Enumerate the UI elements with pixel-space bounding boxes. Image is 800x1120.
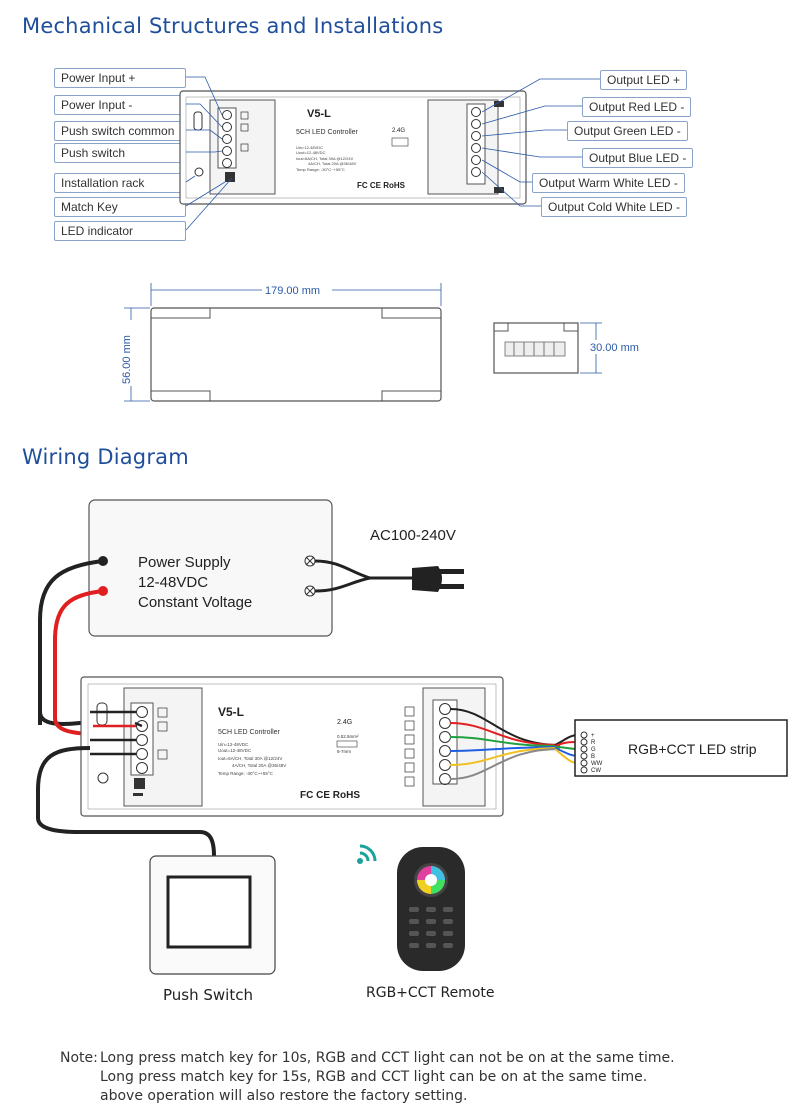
wiring-section-title: Wiring Diagram <box>22 445 189 469</box>
controller-wiring-view: V5-L 5CH LED Controller Uin=12-48VDC Uou… <box>80 676 504 817</box>
wiring-device-spec-5: Temp Range: -30°C~+55°C <box>218 771 274 776</box>
device-spec-5: Temp Range: -30°C~+55°C <box>296 167 345 172</box>
wiring-device-subtitle: 5CH LED Controller <box>218 729 281 736</box>
note-label: Note: <box>60 1050 98 1066</box>
label-output-blue: Output Blue LED - <box>582 148 694 168</box>
psu-line3: Constant Voltage <box>138 594 252 611</box>
side-view: 179.00 mm 56.00 mm <box>119 283 442 402</box>
label-output-warm-white: Output Warm White LED - <box>532 173 685 193</box>
controller-top-view: V5-L 5CH LED Controller Uin=12-48VDC Uou… <box>179 90 527 205</box>
device-subtitle: 5CH LED Controller <box>296 129 359 136</box>
end-view: 30.00 mm <box>493 322 646 374</box>
left-callout-lines <box>185 76 233 231</box>
led-strip-label: RGB+CCT LED strip <box>628 741 757 757</box>
remote-control-icon <box>397 847 465 971</box>
label-output-red: Output Red LED - <box>582 97 692 117</box>
led-strip: + R G B WW CW RGB+CCT LED strip <box>574 719 788 777</box>
label-match-key: Match Key <box>54 197 186 217</box>
device-rf: 2.4G <box>392 128 405 134</box>
ac-plug-icon <box>412 566 464 592</box>
device-spec-1: Uin=12-48VDC <box>296 145 323 150</box>
strip-pin-b: B <box>591 754 595 760</box>
strip-pin-ww: WW <box>591 761 603 767</box>
dim-width: 56.00 mm <box>121 335 133 384</box>
label-power-input-plus: Power Input + <box>54 68 186 88</box>
wiring-device-spec-1: Uin=12-48VDC <box>218 742 249 747</box>
wiring-device-wire-size: 0.52.5mm² <box>337 734 359 739</box>
note-line-2: Long press match key for 15s, RGB and CC… <box>100 1069 648 1085</box>
dim-length: 179.00 mm <box>265 285 320 297</box>
device-spec-3: Iout=6A/CH, Total 30A @12/24V <box>296 156 354 161</box>
psu-line1: Power Supply <box>138 554 231 571</box>
wiring-device-rf: 2.4G <box>337 719 352 726</box>
output-wires <box>449 708 579 780</box>
strip-pin-plus: + <box>591 733 595 739</box>
note-line-1: Long press match key for 10s, RGB and CC… <box>100 1050 675 1066</box>
label-output-green: Output Green LED - <box>567 121 688 141</box>
psu-line2: 12-48VDC <box>138 574 208 591</box>
wiring-device-spec-3: Iout=6A/CH, Total 30A @12/24V <box>218 756 282 761</box>
label-push-switch: Push switch <box>54 143 186 163</box>
power-supply: Power Supply 12-48VDC Constant Voltage <box>88 499 333 637</box>
wiring-device-model: V5-L <box>218 705 244 719</box>
device-spec-2: Uout=12-48VDC <box>296 150 326 155</box>
ac-input-label: AC100-240V <box>370 527 456 544</box>
push-switch-caption: Push Switch <box>163 986 253 1004</box>
wiring-device-strip-len: 6-7mm <box>337 749 351 754</box>
label-output-led-plus: Output LED + <box>600 70 688 90</box>
dim-height: 30.00 mm <box>590 342 639 354</box>
device-model: V5-L <box>307 108 331 120</box>
wiring-device-spec-4: 4A/CH, Total 20A @36/48V <box>232 763 286 768</box>
label-installation-rack: Installation rack <box>54 173 186 193</box>
push-switch-icon <box>149 855 276 975</box>
device-cert: FC CE RoHS <box>357 181 406 190</box>
wiring-device-cert: FC CE RoHS <box>300 790 360 801</box>
note-block: Note: Long press match key for 10s, RGB … <box>60 1049 675 1106</box>
strip-pin-cw: CW <box>591 768 601 774</box>
right-callout-lines <box>481 78 600 207</box>
mechanical-section-title: Mechanical Structures and Installations <box>22 14 444 38</box>
wiring-device-spec-2: Uout=12-48VDC <box>218 748 252 753</box>
note-line-3: above operation will also restore the fa… <box>100 1088 468 1104</box>
remote-caption: RGB+CCT Remote <box>366 985 495 1001</box>
label-led-indicator: LED indicator <box>54 221 186 241</box>
wireless-signal-icon <box>357 844 377 864</box>
label-output-cold-white: Output Cold White LED - <box>541 197 688 217</box>
strip-pin-r: R <box>591 740 596 746</box>
device-spec-4: 4A/CH, Total 20A @36/48V <box>308 161 357 166</box>
label-power-input-minus: Power Input - <box>54 95 186 115</box>
strip-pin-g: G <box>591 747 596 753</box>
